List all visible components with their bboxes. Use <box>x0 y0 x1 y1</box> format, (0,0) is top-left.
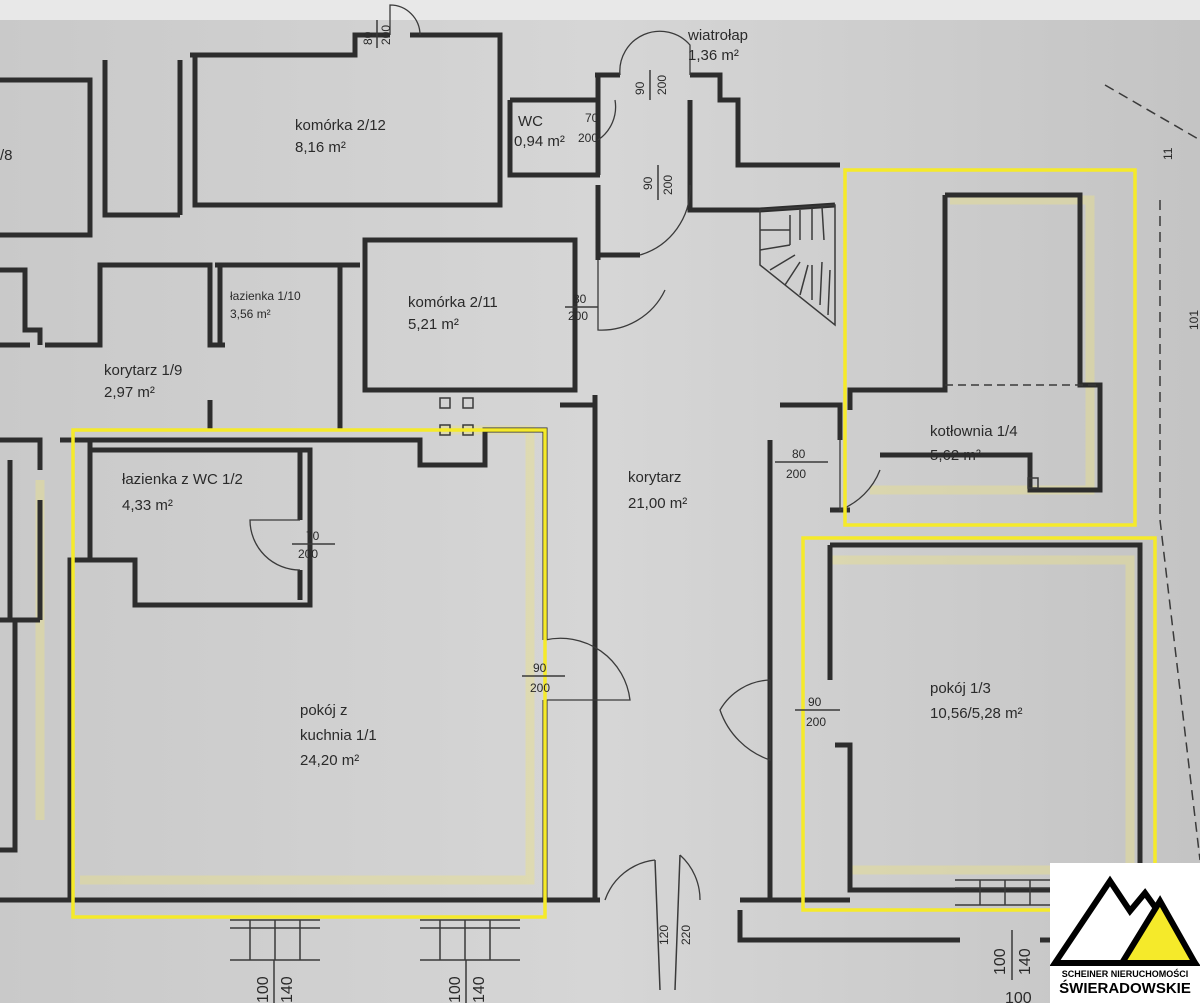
room-lazienka-1-10-area: 3,56 m² <box>230 307 271 321</box>
door-wc-h: 200 <box>578 131 598 145</box>
door-lazienka-h: 200 <box>298 547 318 561</box>
room-korytarz-1-9-area: 2,97 m² <box>104 384 155 401</box>
room-pokoj-1-1-area: 24,20 m² <box>300 752 359 769</box>
door-wiatrolap-w: 90 <box>633 81 647 95</box>
room-korytarz-area: 21,00 m² <box>628 495 687 512</box>
edge-mark-1: 11 <box>1161 147 1175 160</box>
door-pokoj13-w: 90 <box>808 695 822 709</box>
door-pokoj13-h: 200 <box>806 715 826 729</box>
room-komorka-2-11-area: 5,21 m² <box>408 316 459 333</box>
window-2-h: 140 <box>471 976 488 1003</box>
walls <box>0 32 1200 961</box>
window-dimensions: 100 140 100 140 100 140 100 <box>255 930 1034 1003</box>
room-pokoj-1-1-line1: pokój z <box>300 702 348 719</box>
room-komorka-2-12-name: komórka 2/12 <box>295 117 386 134</box>
room-pokoj-1-1-line2: kuchnia 1/1 <box>300 727 377 744</box>
door-hall-top-w: 90 <box>641 176 655 190</box>
window-3-h: 140 <box>1017 948 1034 975</box>
room-pokoj-1-3-name: pokój 1/3 <box>930 680 991 697</box>
mountain-logo-icon <box>1049 875 1200 966</box>
room-kotlownia-area: 5,62 m² <box>930 447 981 464</box>
room-wc-name: WC <box>518 113 543 130</box>
edge-mark-2: 101 <box>1187 310 1200 330</box>
window-2-w: 100 <box>447 976 464 1003</box>
vent-icon <box>1027 477 1039 489</box>
logo-line-2: ŚWIERADOWSKIE <box>1059 980 1191 997</box>
door-pokoj11-w: 90 <box>533 661 547 675</box>
door-kotlownia-w: 80 <box>792 447 806 461</box>
logo-line-1: SCHEINER NIERUCHOMOŚCI <box>1061 969 1189 979</box>
door-top-h: 200 <box>379 25 393 45</box>
room-lazienka-1-2-area: 4,33 m² <box>122 497 173 514</box>
door-top-w: 80 <box>361 31 375 45</box>
doors <box>249 4 1039 991</box>
room-korytarz-1-9-name: korytarz 1/9 <box>104 362 182 379</box>
door-lazienka-w: 70 <box>306 529 320 543</box>
door-komorka-h: 200 <box>568 309 588 323</box>
room-wiatrolap-area: 1,36 m² <box>688 47 739 64</box>
window-3-w: 100 <box>992 948 1009 975</box>
highlight-pokoj-1-1 <box>71 428 547 919</box>
highlight-pokoj-1-3 <box>801 536 1157 912</box>
room-komorka-2-11-name: komórka 2/11 <box>408 294 498 311</box>
window-1-h: 140 <box>279 976 296 1003</box>
room-komorka-2-12-area: 8,16 m² <box>295 139 346 156</box>
vent-icon <box>462 397 474 409</box>
window-1-w: 100 <box>255 976 272 1003</box>
room-lazienka-1-10-name: łazienka 1/10 <box>230 289 301 303</box>
room-pokoj-1-3-area: 10,56/5,28 m² <box>930 705 1023 722</box>
company-logo: SCHEINER NIERUCHOMOŚCI ŚWIERADOWSKIE <box>1049 863 1200 1003</box>
vent-icon <box>439 397 451 409</box>
window-4-w: 100 <box>1005 990 1032 1003</box>
door-dimensions: 80 200 90 200 70 200 90 200 80 200 70 20… <box>292 20 840 945</box>
door-hall-top-h: 200 <box>661 175 675 195</box>
room-lazienka-1-2-name: łazienka z WC 1/2 <box>122 471 243 488</box>
door-komorka-w: 80 <box>573 292 587 306</box>
room-fragment-label: /8 <box>0 147 13 164</box>
room-wiatrolap-name: wiatrołap <box>687 27 748 44</box>
door-pokoj11-h: 200 <box>530 681 550 695</box>
highlight-kotlownia <box>843 168 1137 527</box>
room-wc-area: 0,94 m² <box>514 133 565 150</box>
room-kotlownia-name: kotłownia 1/4 <box>930 423 1018 440</box>
door-entry-h: 220 <box>679 925 693 945</box>
door-wiatrolap-h: 200 <box>655 75 669 95</box>
door-kotlownia-h: 200 <box>786 467 806 481</box>
door-wc-w: 70 <box>585 111 599 125</box>
door-entry-w: 120 <box>657 925 671 945</box>
room-korytarz-name: korytarz <box>628 469 681 486</box>
